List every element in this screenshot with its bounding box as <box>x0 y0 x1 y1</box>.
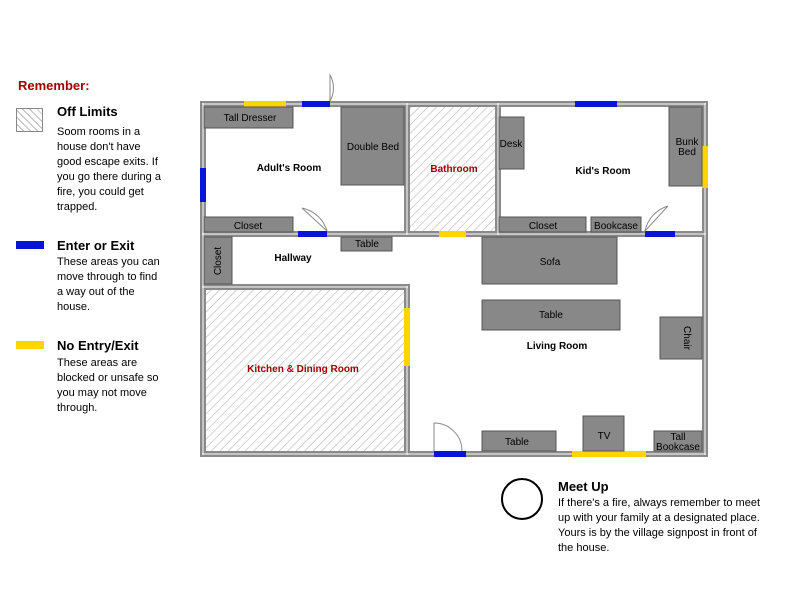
bookcase-label: Bookcase <box>594 221 638 232</box>
bunk-bed-label-2: Bed <box>678 147 696 158</box>
bathroom-hatch <box>410 107 495 231</box>
double-bed <box>340 106 405 186</box>
closet-hall-label: Closet <box>213 247 224 276</box>
tall-dresser-label: Tall Dresser <box>224 113 277 124</box>
doors <box>301 73 669 452</box>
legend-title: Remember: <box>18 78 90 93</box>
off-limits-description: Soom rooms in a house don't have good es… <box>57 126 161 213</box>
tall-bookcase-label-2: Bookcase <box>656 442 700 453</box>
closet-adult <box>203 216 294 233</box>
meetup-description: If there's a fire, always remember to me… <box>558 497 761 554</box>
hallway-label: Hallway <box>274 253 312 264</box>
hall-table <box>340 236 393 252</box>
tv-label: TV <box>598 431 611 442</box>
kitchen-hatch <box>206 289 404 451</box>
enter-exit-heading: Enter or Exit <box>57 238 135 253</box>
blocked-kitchen <box>404 308 410 366</box>
double-bed-label: Double Bed <box>347 142 399 153</box>
blocked-bathroom <box>439 231 466 237</box>
closet-hall <box>203 236 233 285</box>
tall-dresser <box>203 106 294 129</box>
tall-bookcase-label-1: Tall <box>670 432 685 443</box>
desk <box>498 116 525 170</box>
bookcase <box>590 216 642 233</box>
blocked-markers <box>244 101 708 457</box>
low-table <box>481 430 557 452</box>
exit-adult-top <box>302 101 330 107</box>
enter-exit-description: These areas you can move through to find… <box>57 256 160 313</box>
living-table <box>481 299 621 331</box>
sofa-label: Sofa <box>540 257 561 268</box>
exit-kid-bottom <box>645 231 675 237</box>
hall-table-label: Table <box>355 239 379 250</box>
furniture <box>203 106 703 452</box>
closet-kid <box>498 216 587 233</box>
bunk-bed <box>668 106 703 187</box>
room-labels: Adult's Room Bathroom Kid's Room Hallway… <box>247 163 631 375</box>
no-entry-description: These areas are blocked or unsafe so you… <box>57 357 159 414</box>
chair <box>659 316 703 360</box>
desk-label: Desk <box>500 139 524 150</box>
kids-room-label: Kid's Room <box>575 166 630 177</box>
sofa <box>481 236 618 285</box>
exit-markers <box>200 101 675 457</box>
living-table-label: Table <box>539 310 563 321</box>
meetup-circle-icon <box>501 478 543 520</box>
living-room-label: Living Room <box>527 341 588 352</box>
no-entry-swatch <box>16 341 44 349</box>
closet-kid-label: Closet <box>529 221 558 232</box>
bathroom-label: Bathroom <box>430 164 477 175</box>
blocked-bottom <box>572 451 646 457</box>
tall-bookcase <box>653 430 703 452</box>
closet-adult-label: Closet <box>234 221 263 232</box>
door-adult-top <box>329 73 334 102</box>
adults-room-label: Adult's Room <box>257 163 322 174</box>
chair-label: Chair <box>681 326 692 351</box>
low-table-label: Table <box>505 437 529 448</box>
meetup-heading: Meet Up <box>558 479 609 494</box>
kitchen-label: Kitchen & Dining Room <box>247 364 359 375</box>
furniture-labels: Tall Dresser Double Bed Closet Desk Bunk… <box>213 113 700 453</box>
exit-adult-left <box>200 168 206 202</box>
exit-adult-bottom <box>298 231 327 237</box>
no-entry-heading: No Entry/Exit <box>57 338 139 353</box>
enter-exit-swatch <box>16 241 44 249</box>
off-limits-heading: Off Limits <box>57 104 118 119</box>
exit-front-door <box>434 451 466 457</box>
door-kid <box>644 205 669 232</box>
bunk-bed-label-1: Bunk <box>676 137 700 148</box>
door-adult-bottom <box>301 207 328 232</box>
tv <box>582 415 625 452</box>
blocked-kid-right <box>702 146 708 188</box>
blocked-adult-top <box>244 101 286 107</box>
off-limits-swatch <box>16 108 43 132</box>
exit-kid-top <box>575 101 617 107</box>
door-front <box>433 422 463 452</box>
